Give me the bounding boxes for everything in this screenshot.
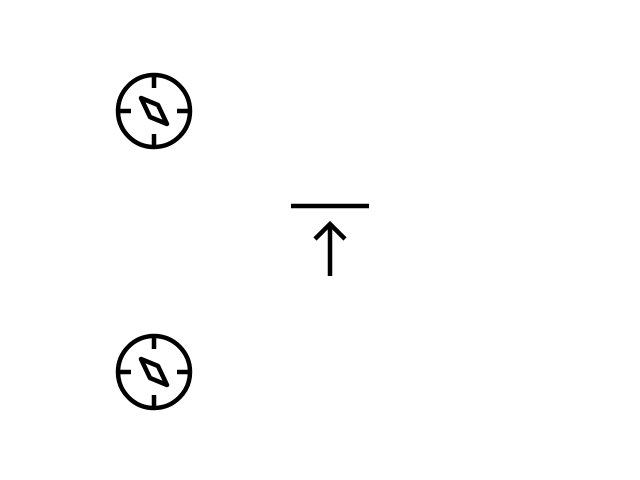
- compass-icon[interactable]: [114, 332, 194, 412]
- compass-icon[interactable]: [114, 71, 194, 151]
- compass-icon-graphic: [115, 333, 193, 411]
- upload-arrow-to-top-icon[interactable]: [289, 201, 371, 277]
- upload-arrow-to-top-icon-graphic: [291, 203, 369, 276]
- compass-icon-graphic: [115, 72, 193, 150]
